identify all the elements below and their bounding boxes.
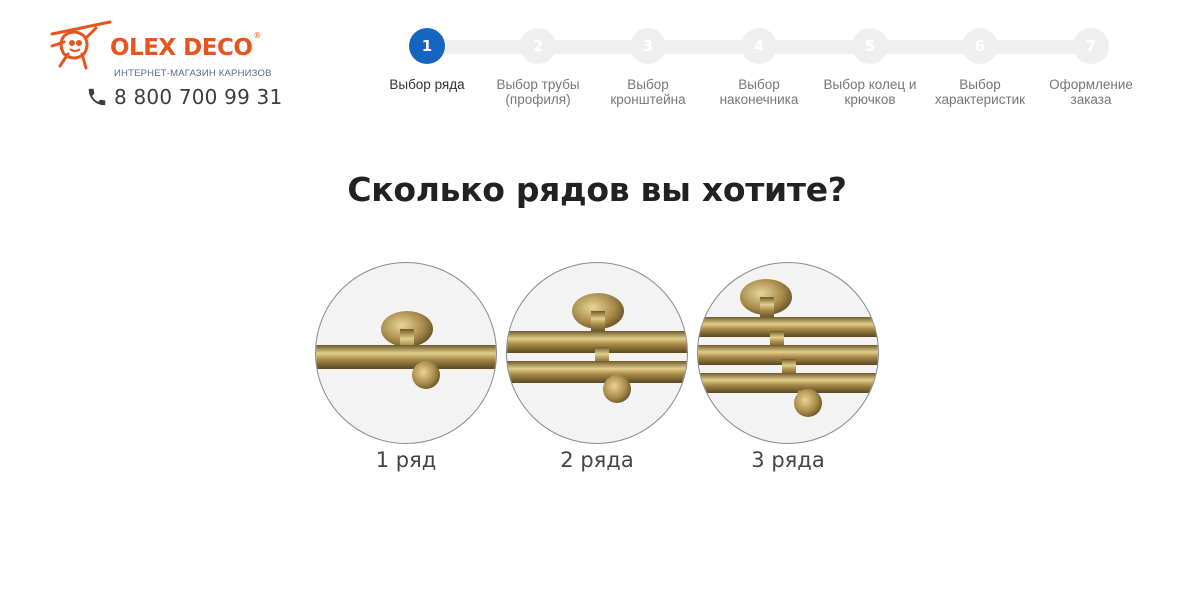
option-1-row-image[interactable] (315, 262, 497, 444)
option-3-rows-image[interactable] (697, 262, 879, 444)
curtain-rod-1-row-icon (316, 311, 496, 389)
option-1-row[interactable]: 1 ряд (315, 262, 497, 472)
curtain-rod-3-rows-icon (698, 279, 878, 417)
step-label: Выбор характеристик карниза (934, 77, 1026, 109)
step-label: Выбор наконечника (719, 77, 799, 107)
option-label: 3 ряда (751, 448, 825, 472)
step-4[interactable]: 4 Выбор наконечника (704, 28, 814, 107)
step-6[interactable]: 6 Выбор характеристик карниза (925, 28, 1035, 109)
step-3[interactable]: 3 Выбор кронштейна (593, 28, 703, 107)
logo-mascot-icon (50, 20, 112, 70)
logo-tagline: ИНТЕРНЕТ-МАГАЗИН КАРНИЗОВ (114, 68, 272, 79)
step-number: 5 (852, 28, 888, 64)
phone-contact[interactable]: 8 800 700 99 31 (86, 84, 282, 110)
step-label: Оформление заказа (1049, 77, 1133, 107)
step-number: 6 (962, 28, 998, 64)
step-number: 3 (630, 28, 666, 64)
option-3-rows[interactable]: 3 ряда (697, 262, 879, 472)
step-label: Выбор трубы (профиля) (496, 77, 580, 107)
step-number: 2 (520, 28, 556, 64)
logo[interactable]: OLEX DECO® ИНТЕРНЕТ-МАГАЗИН КАРНИЗОВ (46, 16, 276, 82)
order-stepper: 1 Выбор ряда 2 Выбор трубы (профиля) 3 В… (372, 28, 1162, 128)
step-5[interactable]: 5 Выбор колец и крючков (815, 28, 925, 107)
step-label: Выбор колец и крючков (823, 77, 917, 107)
option-2-rows-image[interactable] (506, 262, 688, 444)
option-label: 2 ряда (560, 448, 634, 472)
step-7[interactable]: 7 Оформление заказа (1036, 28, 1146, 107)
page-title: Сколько рядов вы хотите? (347, 170, 847, 209)
step-1[interactable]: 1 Выбор ряда (372, 28, 482, 107)
curtain-rod-2-rows-icon (507, 293, 687, 403)
phone-icon (88, 88, 106, 106)
logo-text: OLEX DECO® (110, 31, 261, 61)
option-2-rows[interactable]: 2 ряда (506, 262, 688, 472)
step-label: Выбор кронштейна (610, 77, 686, 107)
step-label: Выбор ряда (389, 77, 465, 92)
step-number: 4 (741, 28, 777, 64)
step-number: 7 (1073, 28, 1109, 64)
step-number: 1 (409, 28, 445, 64)
option-label: 1 ряд (375, 448, 437, 472)
step-2[interactable]: 2 Выбор трубы (профиля) (483, 28, 593, 107)
phone-number[interactable]: 8 800 700 99 31 (114, 85, 283, 109)
